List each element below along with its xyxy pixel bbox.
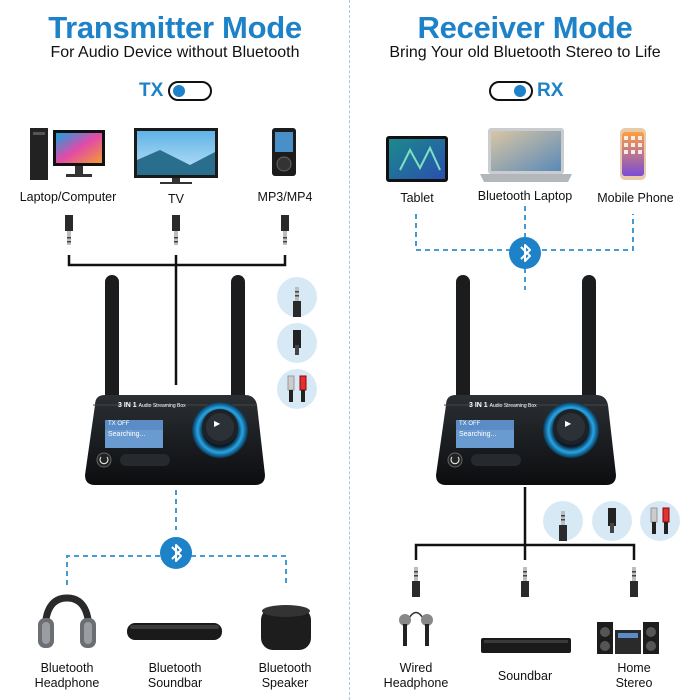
source-cables [67,255,287,385]
device-brand-text: 3 IN 1 [469,402,488,409]
source-label-bluetooth-laptop: Bluetooth Laptop [477,189,573,203]
source-label-mp3: MP3/MP4 [257,190,313,204]
device-brand-left: 3 IN 1 Audio Streaming Box [118,402,186,409]
receiver-title: Receiver Mode [417,10,633,45]
aux-plug-mp3 [281,215,289,245]
source-label-mobile-phone: Mobile Phone [597,191,674,205]
home-stereo-icon [597,622,659,654]
play-pause-icon[interactable]: ▶ [214,419,221,428]
output-label-soundbar-right: Soundbar [497,669,553,683]
tablet-icon [386,136,448,182]
mobile-phone-icon [620,128,646,180]
device-brand-right: 3 IN 1 Audio Streaming Box [469,402,537,409]
bluetooth-icon [159,536,193,570]
device-display-right: Searching... [459,431,497,438]
output-label-speaker: Bluetooth Speaker [258,661,312,690]
rx-toggle[interactable] [489,81,533,101]
output-label-soundbar: Bluetooth Soundbar [147,661,203,690]
tx-toggle[interactable] [168,81,212,101]
audio-box-right [435,274,617,486]
output-label-headphone: Bluetooth Headphone [34,661,100,690]
aux-plug-headphone [412,567,420,597]
device-status-left: TX OFF [108,421,130,427]
wired-headphone-icon [399,611,433,646]
transmitter-subtitle: For Audio Device without Bluetooth [50,44,300,61]
device-status-right: TX OFF [459,421,481,427]
speaker-icon [261,605,311,650]
source-label-tv: TV [168,192,184,206]
device-model-text: Audio Streaming Box [138,403,186,409]
output-label-wired-headphone: Wired Headphone [383,661,449,690]
tx-mode-label: TX [139,80,164,101]
play-pause-icon[interactable]: ▶ [565,419,572,428]
receiver-subtitle: Bring Your old Bluetooth Stereo to Life [389,44,661,61]
aux-plug-tv [172,215,180,245]
device-brand-text: 3 IN 1 [118,402,137,409]
source-label-tablet: Tablet [400,191,434,205]
rx-mode-label: RX [537,80,564,101]
output-label-home-stereo: Home Stereo [615,661,653,690]
transmitter-title: Transmitter Mode [48,10,302,45]
aux-plug-soundbar [521,567,529,597]
center-divider [349,0,350,700]
soundbar-icon [127,623,222,640]
device-display-left: Searching... [108,431,146,438]
bluetooth-icon-right [508,236,542,270]
output-cables [414,487,636,560]
connector-icons-right [543,501,680,541]
connector-icons-left [277,277,317,409]
source-label-laptop: Laptop/Computer [19,190,117,204]
computer-icon [30,128,105,180]
mp3-player-icon [272,128,296,176]
device-model-text: Audio Streaming Box [489,403,537,409]
headphone-icon [38,594,96,648]
aux-plug-stereo [630,567,638,597]
aux-plug-laptop [65,215,73,245]
tv-icon [134,128,218,184]
soundbar-right-icon [481,638,571,653]
laptop-icon [480,128,572,182]
